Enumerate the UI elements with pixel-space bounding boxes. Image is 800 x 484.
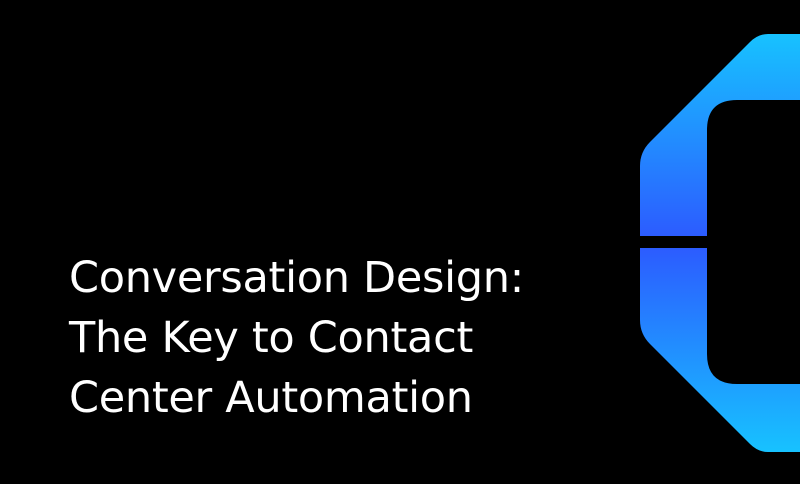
headline-line-3: Center Automation [69, 373, 473, 423]
headline: Conversation Design: The Key to Contact … [69, 248, 524, 428]
headline-line-1: Conversation Design: [69, 253, 524, 303]
headline-line-2: The Key to Contact [69, 313, 474, 363]
logo-lower-segment [640, 248, 800, 452]
logo-upper-segment [640, 34, 800, 236]
